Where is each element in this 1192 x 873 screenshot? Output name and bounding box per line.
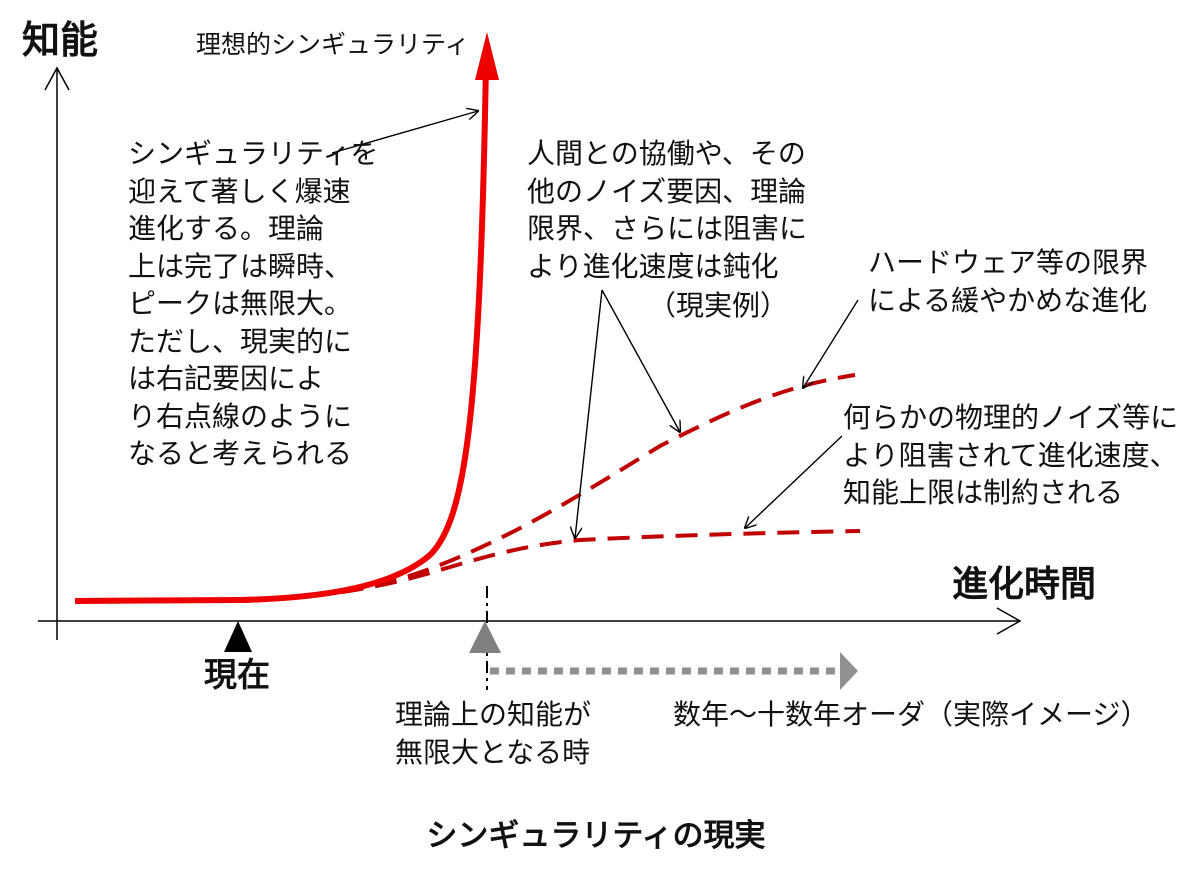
ideal-note-pointer: [331, 111, 478, 154]
now-marker-triangle: [224, 621, 252, 652]
noise-note-pointer: [745, 435, 843, 528]
hardware-note-pointer: [803, 299, 859, 388]
noise-note: 何らかの物理的ノイズ等に より阻害されて進化速度、 知能上限は制約される: [843, 401, 1179, 509]
timespan-label: 数年～十数年オーダ（実際イメージ）: [673, 698, 1149, 731]
blocked-note-pointer-upper: [601, 289, 680, 432]
timespan-arrowhead: [840, 652, 858, 690]
x-axis-label: 進化時間: [952, 564, 1097, 605]
blocked-note: 人間との協働や、その 他のノイズ要因、理論 限界、さらには阻害に より進化速度は…: [527, 137, 808, 283]
diagram-caption: シンギュラリティの現実: [426, 818, 766, 854]
ideal-note: シンギュラリティを 迎えて著しく爆速 進化する。理論 上は完了は瞬時、 ピークは…: [128, 137, 379, 470]
real-example-label: （現実例）: [648, 289, 789, 322]
theory-marker-triangle: [469, 621, 501, 653]
y-axis-label: 知能: [22, 18, 99, 62]
hardware-note: ハードウェア等の限界 による緩やかめな進化: [868, 246, 1149, 317]
x-axis-arrowhead: [996, 607, 1022, 635]
ideal-curve-arrowhead: [475, 32, 499, 80]
now-label: 現在: [204, 655, 270, 694]
ideal-singularity-curve: [74, 61, 489, 604]
blocked-note-pointer-lower: [575, 289, 603, 538]
y-axis-arrowhead: [44, 66, 70, 91]
ideal-curve-label: 理想的シンギュラリティ: [196, 30, 470, 59]
theory-point-label: 理論上の知能が 無限大となる時: [395, 698, 592, 769]
